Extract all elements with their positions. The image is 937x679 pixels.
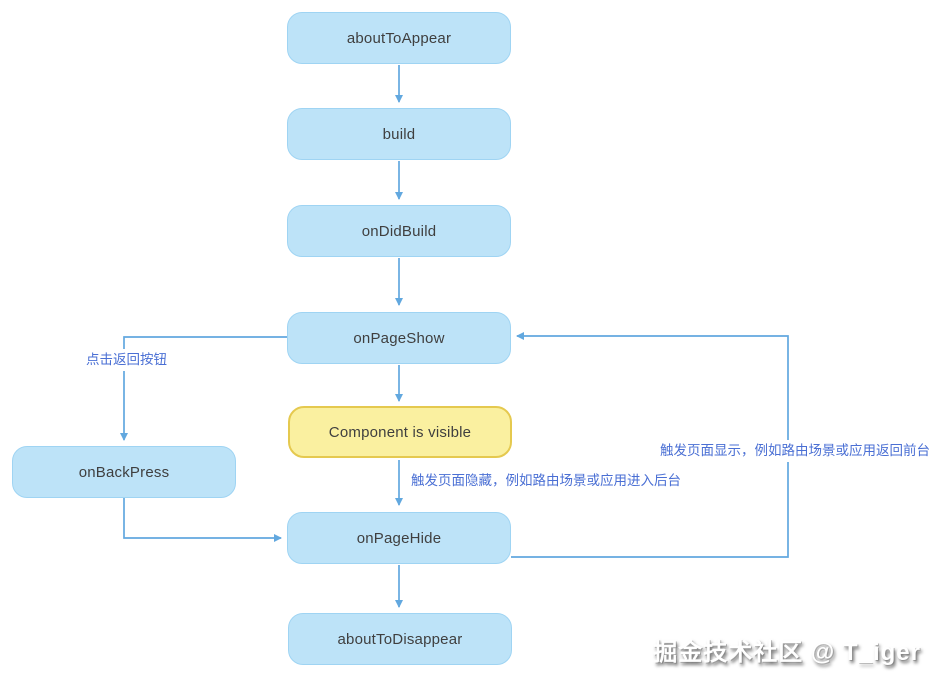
edge-label-page-hide: 触发页面隐藏，例如路由场景或应用进入后台 xyxy=(407,470,685,493)
edge-label-back-button: 点击返回按钮 xyxy=(82,349,171,372)
edge-onBackPress-onPageHide xyxy=(123,498,282,542)
node-onPageHide: onPageHide xyxy=(287,512,511,564)
node-label: aboutToAppear xyxy=(346,29,452,47)
node-label: aboutToDisappear xyxy=(337,630,463,648)
edge-onPageShow-onBackPress xyxy=(120,336,287,441)
node-label: onBackPress xyxy=(78,463,170,481)
node-component-visible: Component is visible xyxy=(288,406,512,458)
node-aboutToAppear: aboutToAppear xyxy=(287,12,511,64)
node-label: Component is visible xyxy=(328,423,472,441)
edge-label-page-show: 触发页面显示，例如路由场景或应用返回前台 xyxy=(656,440,934,463)
watermark: 掘金技术社区 @ T_iger xyxy=(653,639,921,666)
node-label: onDidBuild xyxy=(361,222,437,240)
node-label: onPageShow xyxy=(353,329,445,347)
node-aboutToDisappear: aboutToDisappear xyxy=(288,613,512,665)
node-label: build xyxy=(382,125,416,143)
node-label: onPageHide xyxy=(356,529,442,547)
node-onPageShow: onPageShow xyxy=(287,312,511,364)
node-build: build xyxy=(287,108,511,160)
node-onDidBuild: onDidBuild xyxy=(287,205,511,257)
node-onBackPress: onBackPress xyxy=(12,446,236,498)
